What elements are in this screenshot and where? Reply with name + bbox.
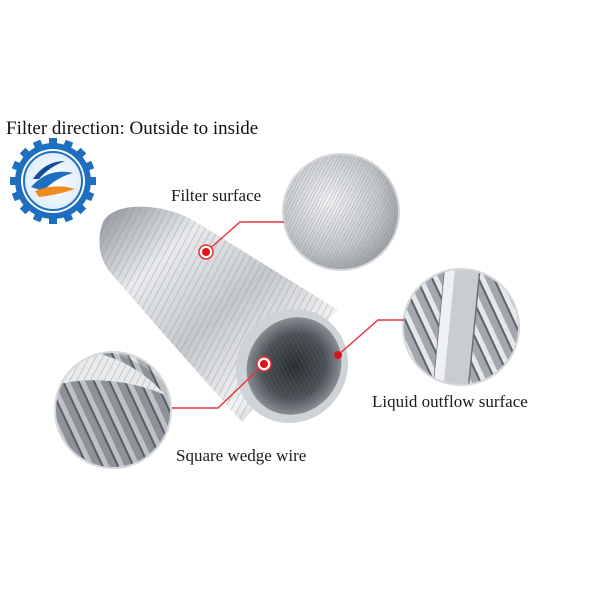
gear-tooth xyxy=(74,202,87,215)
callout-markers xyxy=(198,244,342,372)
gear-tooth xyxy=(82,160,95,172)
leader-lines xyxy=(172,221,404,409)
gear-tooth xyxy=(49,138,57,147)
gear-tooth xyxy=(87,177,96,185)
wedge-wire-leader xyxy=(172,363,265,409)
liquid-outflow-surface-zoom xyxy=(402,268,520,386)
wedge-wire-pipe xyxy=(99,206,349,424)
gear-tooth xyxy=(10,177,19,185)
outflow-surface-leader xyxy=(337,319,404,356)
gear-tooth xyxy=(74,147,87,160)
filter-surface-leader xyxy=(205,221,284,253)
gear-tooth xyxy=(49,215,57,224)
gear-tooth xyxy=(11,190,24,202)
gear-tooth xyxy=(62,139,74,152)
gear-tooth xyxy=(32,139,44,152)
gear-tooth xyxy=(82,190,95,202)
gear-tooth xyxy=(19,147,32,160)
wedge-wire-marker xyxy=(256,356,272,372)
filter-surface-label: Filter surface xyxy=(171,186,262,205)
square-wedge-wire-zoom xyxy=(54,351,172,469)
gear-tooth xyxy=(32,210,44,223)
square-wedge-wire-label: Square wedge wire xyxy=(176,446,307,465)
filter-surface-marker xyxy=(198,244,214,260)
liquid-outflow-surface-label: Liquid outflow surface xyxy=(372,392,528,411)
company-gear-logo-icon xyxy=(10,138,96,224)
gear-tooth xyxy=(19,202,32,215)
gear-tooth xyxy=(11,160,24,172)
page-title: Filter direction: Outside to inside xyxy=(6,118,259,139)
outflow-surface-marker xyxy=(334,351,342,359)
filter-surface-zoom xyxy=(282,153,400,271)
gear-tooth xyxy=(62,210,74,223)
